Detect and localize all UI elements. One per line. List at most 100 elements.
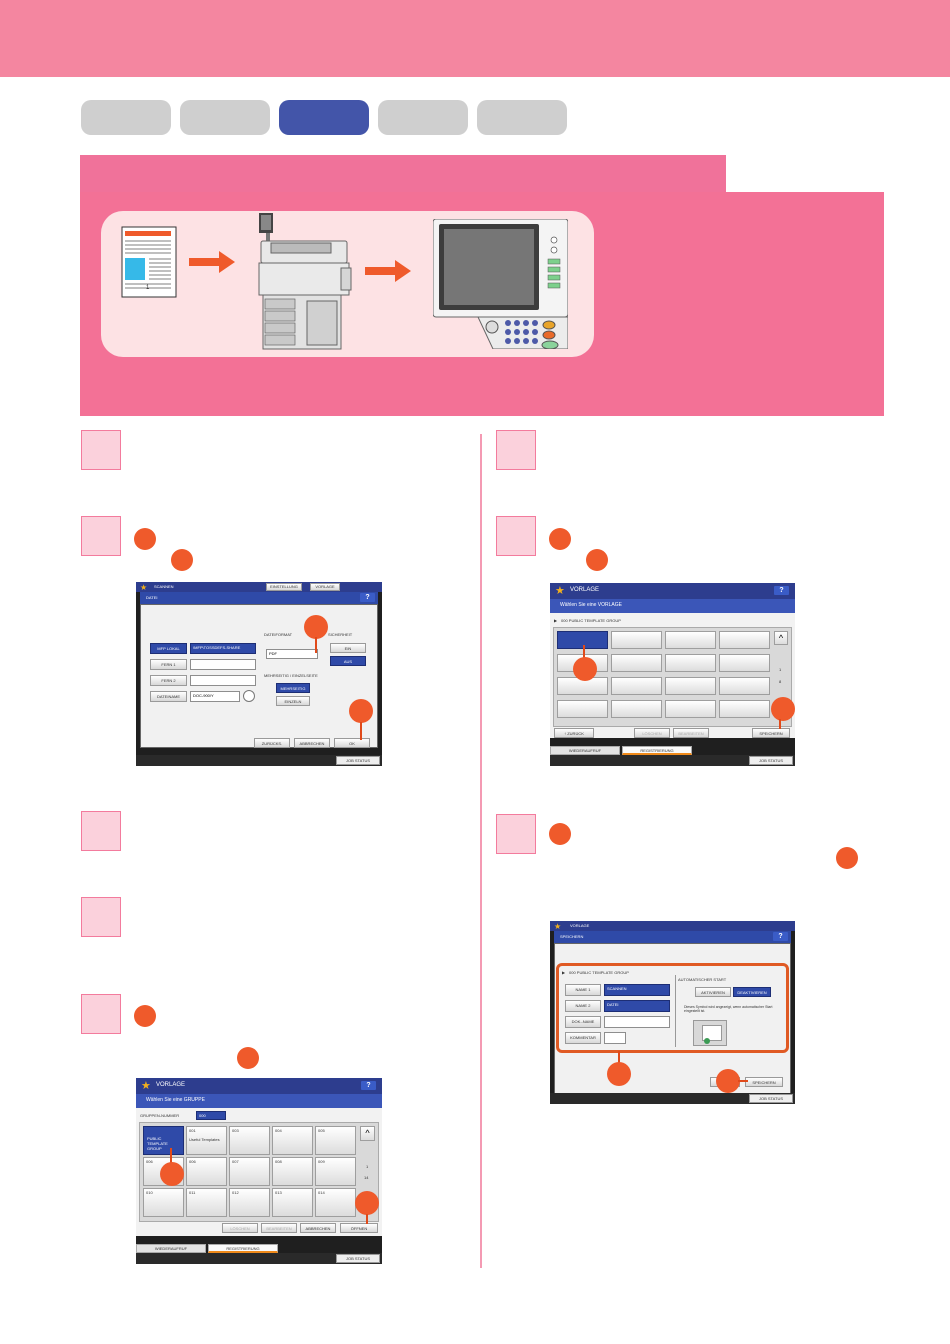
reset-button[interactable]: ZURÜCKS.: [254, 738, 290, 748]
delete-button[interactable]: LÖSCHEN: [222, 1223, 258, 1233]
help-button[interactable]: ?: [773, 932, 788, 941]
security-off-button[interactable]: AUS: [330, 656, 366, 666]
group-tile[interactable]: 004: [272, 1126, 313, 1155]
remote-2-button[interactable]: FERN 2: [150, 675, 187, 686]
tab-register[interactable]: REGISTRIERUNG: [622, 746, 692, 755]
group-tile[interactable]: 008: [272, 1157, 313, 1186]
cancel-button[interactable]: ABBRECHEN: [294, 738, 330, 748]
group-tile[interactable]: 006: [186, 1157, 227, 1186]
filename-field[interactable]: DOC-900/Y: [190, 691, 240, 702]
scan-header-bar: ★ SCANNEN EINSTELLUNG VORLAGE: [136, 582, 382, 592]
save-button[interactable]: SPEICHERN: [745, 1077, 783, 1087]
group-header-title: VORLAGE: [156, 1082, 186, 1088]
group-number-field[interactable]: 000: [196, 1111, 226, 1120]
chapter-tab-1[interactable]: [81, 100, 171, 135]
back-button[interactable]: ↑ ZURÜCK: [554, 728, 594, 738]
group-tile-number: 009: [318, 1159, 325, 1164]
template-tile[interactable]: [719, 700, 770, 718]
help-button[interactable]: ?: [361, 1081, 376, 1090]
group-tile[interactable]: 013: [272, 1188, 313, 1217]
tab-register[interactable]: REGISTRIERUNG: [208, 1244, 278, 1253]
template-tile[interactable]: [719, 631, 770, 649]
scan-header-title: SCANNEN: [154, 584, 174, 589]
path-field[interactable]: \MFP\TOSSDEFS-SHARE: [190, 643, 256, 654]
group-tile-number: 010: [146, 1190, 153, 1195]
group-tile[interactable]: 003: [229, 1126, 270, 1155]
document-page-number: 1: [146, 285, 150, 291]
edit-button[interactable]: BEARBEITEN: [261, 1223, 297, 1233]
cancel-button[interactable]: ABBRECHEN: [300, 1223, 336, 1233]
template-tile[interactable]: [719, 654, 770, 672]
template-tile[interactable]: [557, 700, 608, 718]
document-name-button[interactable]: DOK.-NAME: [565, 1016, 601, 1028]
group-tile[interactable]: 014: [315, 1188, 356, 1217]
chapter-tab-4[interactable]: [378, 100, 468, 135]
template-tile[interactable]: [611, 677, 662, 695]
remote-1-button[interactable]: FERN 1: [150, 659, 187, 670]
autostart-disable-button[interactable]: DEAKTIVIEREN: [733, 987, 771, 997]
chapter-tab-2[interactable]: [180, 100, 270, 135]
file-format-dropdown[interactable]: PDF: [266, 649, 318, 659]
document-name-field[interactable]: [604, 1016, 670, 1028]
group-tile[interactable]: 005: [315, 1126, 356, 1155]
template-tile[interactable]: [665, 677, 716, 695]
edit-button[interactable]: BEARBEITEN: [673, 728, 709, 738]
template-tile-selected[interactable]: [557, 631, 608, 649]
name-1-field[interactable]: SCANNEN: [604, 984, 670, 996]
template-tile[interactable]: [665, 654, 716, 672]
group-tile[interactable]: 011: [186, 1188, 227, 1217]
local-path-button[interactable]: MFP LOKAL: [150, 643, 187, 654]
settings-header-button[interactable]: EINSTELLUNG: [266, 583, 302, 591]
remote-2-field[interactable]: [190, 675, 256, 686]
comment-field[interactable]: [604, 1032, 626, 1044]
chapter-tab-3-active[interactable]: [279, 100, 369, 135]
single-page-button[interactable]: EINZELN: [276, 696, 310, 706]
filename-button[interactable]: DATEINAME: [150, 691, 187, 702]
scroll-up-button[interactable]: ^: [360, 1126, 375, 1141]
group-tile-number: 006: [189, 1159, 196, 1164]
name-2-button[interactable]: NAME 2: [565, 1000, 601, 1012]
name-2-field[interactable]: DATEI: [604, 1000, 670, 1012]
open-button[interactable]: ÖFFNEN: [340, 1223, 378, 1233]
remote-1-field[interactable]: [190, 659, 256, 670]
step-number-box: [81, 994, 121, 1034]
job-status-button[interactable]: JOB STATUS: [336, 756, 380, 765]
group-tile[interactable]: 007: [229, 1157, 270, 1186]
group-tile-selected[interactable]: PUBLIC TEMPLATE GROUP: [143, 1126, 184, 1155]
document-icon: [121, 226, 177, 298]
template-tile[interactable]: [665, 631, 716, 649]
job-status-button[interactable]: JOB STATUS: [749, 756, 793, 765]
scroll-up-button[interactable]: ^: [774, 631, 788, 645]
callout-marker: [549, 528, 571, 550]
tab-recall[interactable]: WIEDERAUFRUF: [550, 746, 620, 755]
help-button[interactable]: ?: [774, 586, 789, 595]
ok-button[interactable]: OK: [334, 738, 370, 748]
template-header-button[interactable]: VORLAGE: [310, 583, 340, 591]
group-tile[interactable]: 010: [143, 1188, 184, 1217]
group-tile[interactable]: 001 Useful Templates: [186, 1126, 227, 1155]
save-button[interactable]: SPEICHERN: [752, 728, 790, 738]
template-tile[interactable]: [611, 654, 662, 672]
autostart-enable-button[interactable]: AKTIVIEREN: [695, 987, 731, 997]
autostart-note: Dieses Symbol wird angezeigt, wenn autom…: [684, 1005, 773, 1013]
chapter-tab-5[interactable]: [477, 100, 567, 135]
job-status-button[interactable]: JOB STATUS: [749, 1094, 793, 1103]
tab-recall[interactable]: WIEDERAUFRUF: [136, 1244, 206, 1253]
clock-icon[interactable]: [243, 690, 255, 702]
job-status-button[interactable]: JOB STATUS: [336, 1254, 380, 1263]
template-tile[interactable]: [611, 700, 662, 718]
group-tile[interactable]: 012: [229, 1188, 270, 1217]
security-on-button[interactable]: EIN: [330, 643, 366, 653]
template-tile[interactable]: [719, 677, 770, 695]
template-tile[interactable]: [665, 700, 716, 718]
name-1-button[interactable]: NAME 1: [565, 984, 601, 996]
highlight-frame: [556, 963, 789, 1053]
comment-button[interactable]: KOMMENTAR: [565, 1032, 601, 1044]
callout-marker: [716, 1069, 740, 1093]
help-button[interactable]: ?: [360, 593, 375, 602]
multipage-button[interactable]: MEHRSEITIG: [276, 683, 310, 693]
delete-button[interactable]: LÖSCHEN: [634, 728, 670, 738]
group-tile[interactable]: 009: [315, 1157, 356, 1186]
group-header-bar: VORLAGE: [136, 1078, 382, 1094]
template-tile[interactable]: [611, 631, 662, 649]
